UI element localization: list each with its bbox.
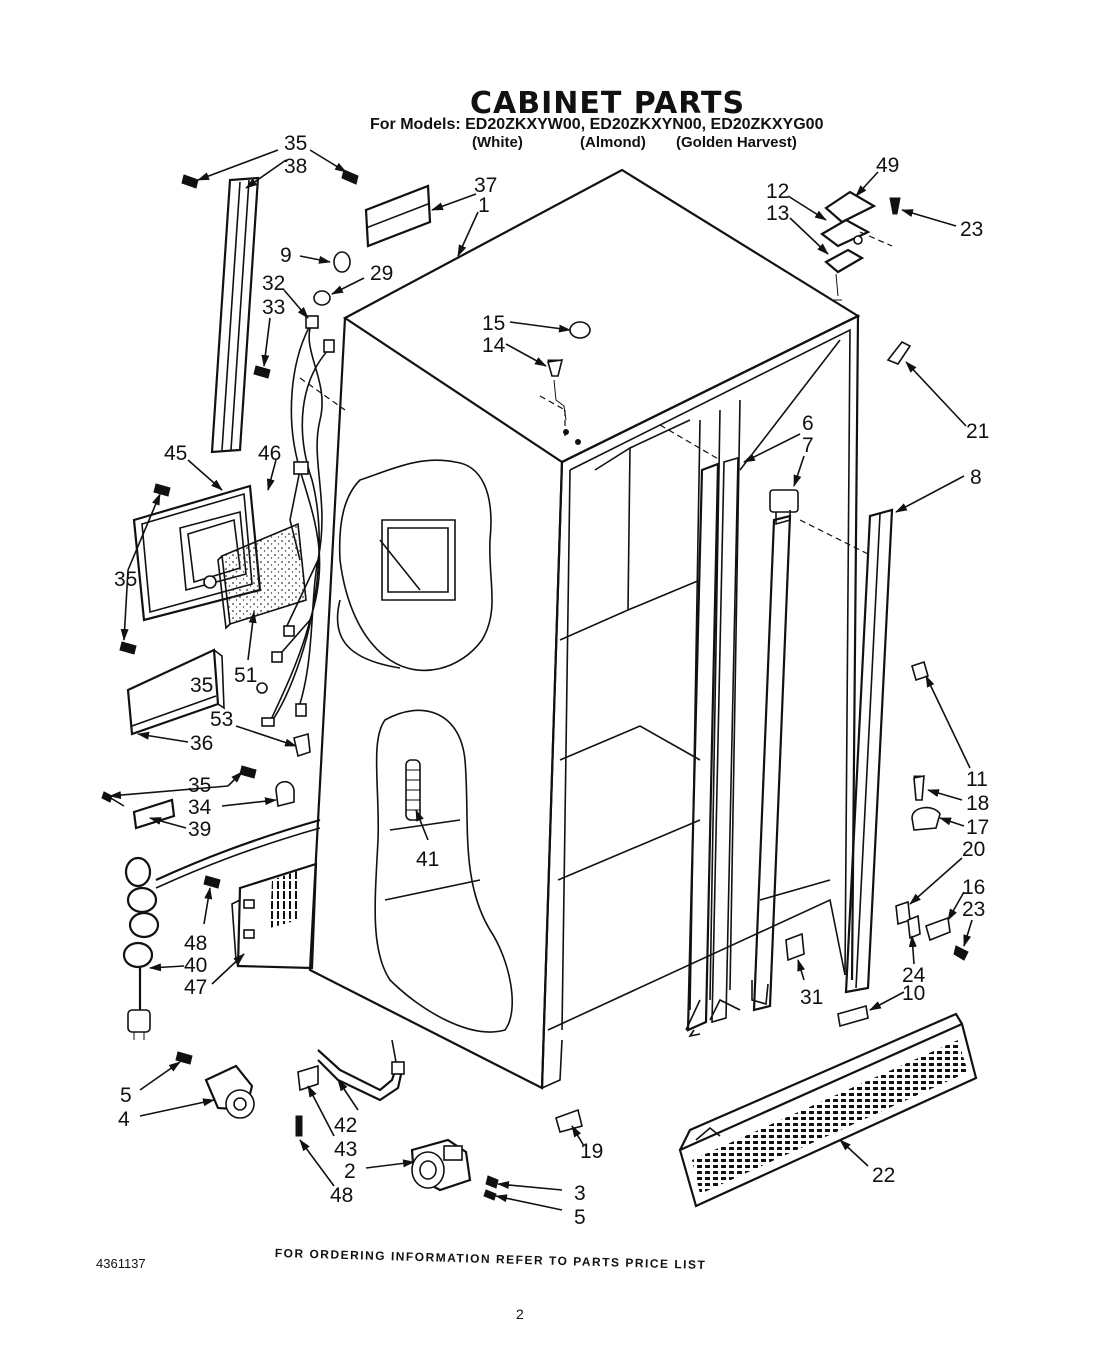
part-34-clip — [275, 780, 295, 807]
part-6-trim-strip — [686, 456, 739, 1038]
callout-1: 1 — [478, 194, 490, 217]
part-42-drain-tube — [297, 1039, 405, 1102]
part-36-panel — [126, 648, 225, 736]
callout-17: 17 — [966, 816, 989, 839]
part-22-toe-grille — [678, 1012, 978, 1208]
callout-35: 35 — [114, 568, 137, 591]
part-29-plug — [313, 290, 331, 306]
callout-33: 33 — [262, 296, 285, 319]
part-10-plug — [837, 1004, 869, 1028]
callout-31: 31 — [800, 986, 823, 1009]
part-18-screw — [913, 775, 925, 801]
part-8-trim-strip — [844, 508, 894, 994]
callout-48: 48 — [184, 932, 207, 955]
part-53-clip — [293, 732, 311, 758]
part-7-control-bar — [751, 489, 799, 1012]
part-9-grommet — [333, 251, 351, 273]
callout-34: 34 — [188, 796, 212, 819]
part-24-spacer — [907, 914, 921, 940]
part-19-clip — [555, 1108, 583, 1133]
callout-42: 42 — [334, 1114, 357, 1137]
callout-22: 22 — [872, 1164, 895, 1187]
part-47-electrical-panel — [231, 862, 318, 970]
callout-36: 36 — [190, 732, 213, 755]
callout-21: 21 — [966, 420, 989, 443]
callout-8: 8 — [970, 466, 982, 489]
callout-29: 29 — [370, 262, 393, 285]
callout-5: 5 — [574, 1206, 586, 1229]
callout-6: 6 — [802, 412, 814, 435]
callout-35: 35 — [284, 132, 307, 155]
callout-23: 23 — [960, 218, 983, 241]
callout-18: 18 — [966, 792, 989, 815]
callout-45: 45 — [164, 442, 187, 465]
callout-35: 35 — [188, 774, 211, 797]
part-38-trim-strip — [210, 176, 260, 454]
callout-41: 41 — [416, 848, 439, 871]
callout-9: 9 — [280, 244, 292, 267]
callout-49: 49 — [876, 154, 899, 177]
part-37-bracket — [364, 184, 432, 248]
variant-almond: (Almond) — [580, 134, 646, 151]
callout-13: 13 — [766, 202, 789, 225]
callout-4: 4 — [118, 1108, 130, 1131]
part-40-power-cord — [122, 818, 321, 1040]
callout-37: 37 — [474, 174, 497, 197]
part-21-clip — [886, 340, 912, 365]
part-17-bracket — [911, 806, 941, 831]
part-46-insulation-block — [217, 522, 307, 630]
callout-48: 48 — [330, 1184, 353, 1207]
part-16-hinge — [925, 916, 951, 942]
callout-2: 2 — [344, 1160, 356, 1183]
lower-cutaway — [374, 709, 513, 1033]
part-2-leveler — [410, 1138, 472, 1192]
callout-35: 35 — [190, 674, 213, 697]
callout-38: 38 — [284, 155, 307, 178]
part-4-roller — [204, 1064, 255, 1119]
part-39-bracket — [101, 791, 176, 830]
callout-7: 7 — [802, 434, 814, 457]
callout-24: 24 — [902, 964, 926, 987]
upper-cutaway — [336, 459, 493, 672]
callout-15: 15 — [482, 312, 505, 335]
callout-3: 3 — [574, 1182, 586, 1205]
wiring-harness — [256, 315, 335, 727]
model-numbers: For Models: ED20ZKXYW00, ED20ZKXYN00, ED… — [370, 116, 824, 133]
callout-14: 14 — [482, 334, 506, 357]
leader-lines — [109, 149, 973, 1211]
callout-32: 32 — [262, 272, 285, 295]
part-31-clip — [785, 932, 805, 962]
callout-5: 5 — [120, 1084, 132, 1107]
diagram-title: CABINET PARTS — [470, 86, 746, 121]
callout-53: 53 — [210, 708, 233, 731]
document-number: 4361137 — [96, 1256, 146, 1271]
callout-10: 10 — [902, 982, 925, 1005]
variant-white: (White) — [472, 134, 523, 151]
callout-39: 39 — [188, 818, 211, 841]
callout-43: 43 — [334, 1138, 357, 1161]
callout-51: 51 — [234, 664, 257, 687]
callout-46: 46 — [258, 442, 281, 465]
variant-golden-harvest: (Golden Harvest) — [676, 134, 797, 151]
cabinet-body — [299, 168, 893, 1090]
callout-47: 47 — [184, 976, 207, 999]
callout-20: 20 — [962, 838, 985, 861]
callout-11: 11 — [966, 768, 988, 791]
part-11-clip — [911, 660, 929, 682]
page-number: 2 — [516, 1306, 524, 1322]
parts-14-15-plugs — [546, 321, 591, 445]
callout-12: 12 — [766, 180, 789, 203]
callout-labels: 35 38 37 1 9 29 32 33 45 46 35 51 35 53 … — [114, 132, 989, 1229]
callout-23: 23 — [962, 898, 985, 921]
callout-40: 40 — [184, 954, 207, 977]
callout-16: 16 — [962, 876, 985, 899]
top-hinge-assembly — [820, 190, 877, 301]
callout-19: 19 — [580, 1140, 603, 1163]
